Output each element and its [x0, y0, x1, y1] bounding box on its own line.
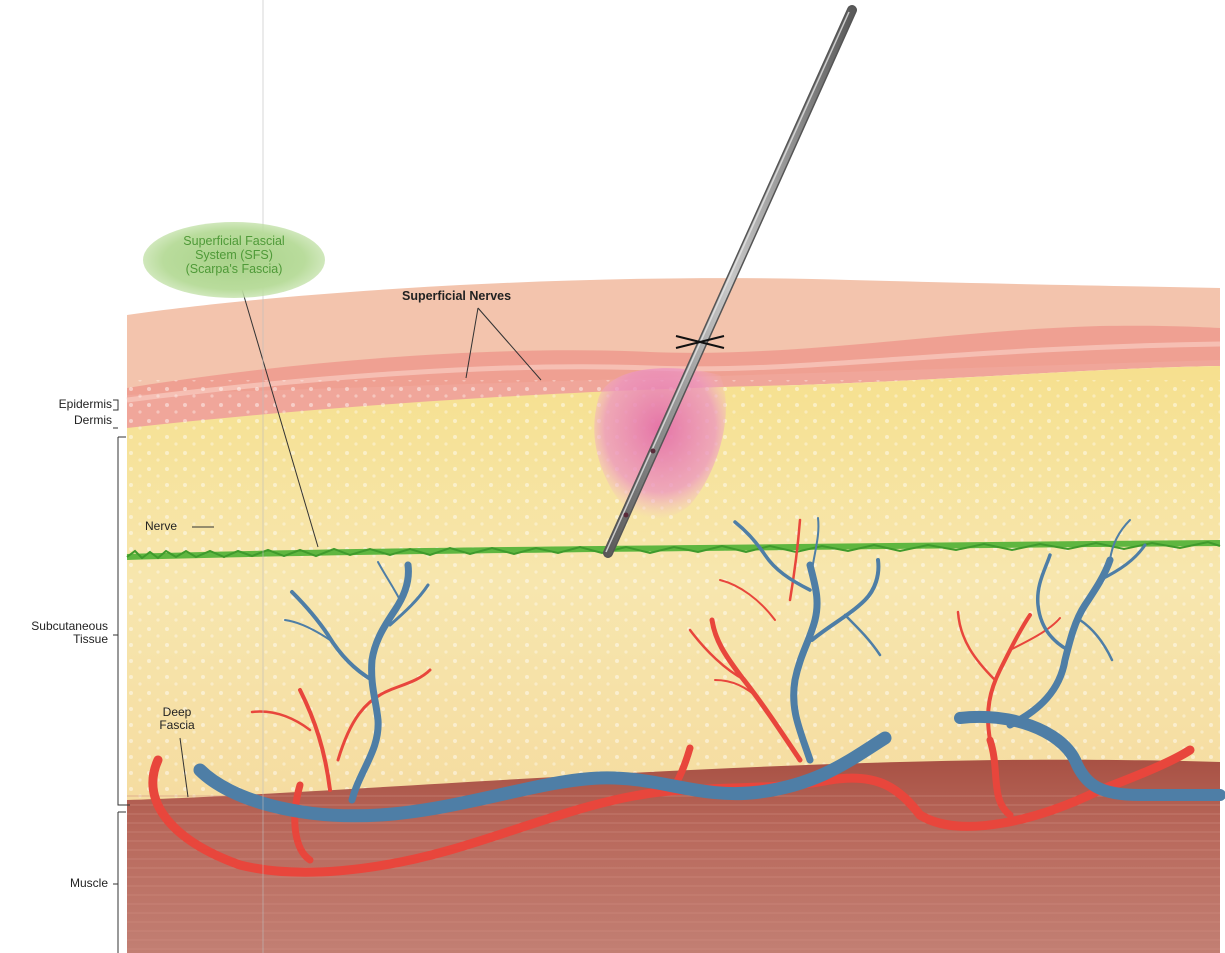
sfs-label-line-1: Superficial Fascial	[143, 234, 325, 248]
subcutaneous-tissue-label: Subcutaneous Tissue	[31, 620, 108, 646]
sfs-label-line-3: (Scarpa's Fascia)	[143, 262, 325, 276]
sfs-label-line-2: System (SFS)	[143, 248, 325, 262]
dermis-label: Dermis	[74, 414, 112, 427]
nerve-label: Nerve	[145, 520, 177, 533]
sfs-label: Superficial Fascial System (SFS) (Scarpa…	[143, 234, 325, 276]
deep-fascia-label: Deep Fascia	[152, 706, 202, 732]
superficial-nerves-label: Superficial Nerves	[402, 290, 511, 303]
deep-fascia-label-line-2: Fascia	[152, 719, 202, 732]
epidermis-label: Epidermis	[59, 398, 112, 411]
muscle-label: Muscle	[70, 877, 108, 890]
subcutaneous-label-line-2: Tissue	[31, 633, 108, 646]
